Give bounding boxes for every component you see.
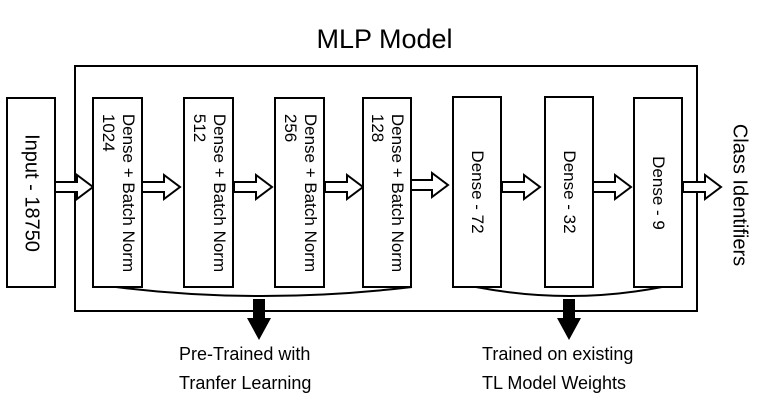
layer-label: Dense - 72	[468, 150, 487, 234]
layer-units: 512	[189, 113, 209, 142]
caption-pretrained: Pre-Trained with Tranfer Learning	[179, 344, 312, 393]
arrow-layer7-to-output	[682, 174, 722, 200]
layer-box-2: Dense + Batch Norm 512	[183, 97, 234, 288]
arrow-layer2-to-layer3	[233, 174, 273, 200]
layer-box-3: Dense + Batch Norm 256	[274, 97, 325, 288]
layer-box-7: Dense - 9	[633, 97, 683, 288]
input-box: Input - 18750	[6, 97, 56, 288]
arrow-layer5-to-layer6	[501, 174, 541, 200]
arrow-layer6-to-layer7	[592, 174, 632, 200]
layer-units: 1024	[98, 113, 118, 152]
down-arrow-trained	[557, 299, 581, 340]
layer-label: Dense + Batch Norm	[118, 113, 138, 272]
layer-label: Dense + Batch Norm	[300, 113, 320, 272]
caption-trained: Trained on existing TL Model Weights	[482, 344, 634, 393]
arrow-layer4-to-layer5	[409, 172, 449, 198]
input-label: Input - 18750	[20, 133, 43, 252]
layer-units: 256	[280, 113, 300, 142]
layer-label: Dense + Batch Norm	[209, 113, 229, 272]
layer-box-1: Dense + Batch Norm 1024	[92, 97, 143, 288]
diagram-title: MLP Model	[316, 24, 453, 54]
arrow-layer1-to-layer2	[141, 174, 181, 200]
group-brace-pretrained	[115, 286, 413, 297]
down-arrow-pretrained	[247, 299, 271, 340]
layer-label: Dense - 32	[560, 150, 579, 234]
layer-label: Dense + Batch Norm	[388, 113, 407, 272]
layer-box-6: Dense - 32	[544, 96, 594, 288]
layer-label: Dense - 9	[649, 155, 668, 230]
layer-box-5: Dense - 72	[452, 96, 502, 288]
arrow-layer3-to-layer4	[324, 174, 364, 200]
group-brace-trained	[475, 286, 663, 297]
layer-units: 128	[368, 113, 387, 142]
output-label: Class Identifiers	[728, 123, 751, 267]
layer-box-4: Dense + Batch Norm 128	[362, 97, 412, 288]
